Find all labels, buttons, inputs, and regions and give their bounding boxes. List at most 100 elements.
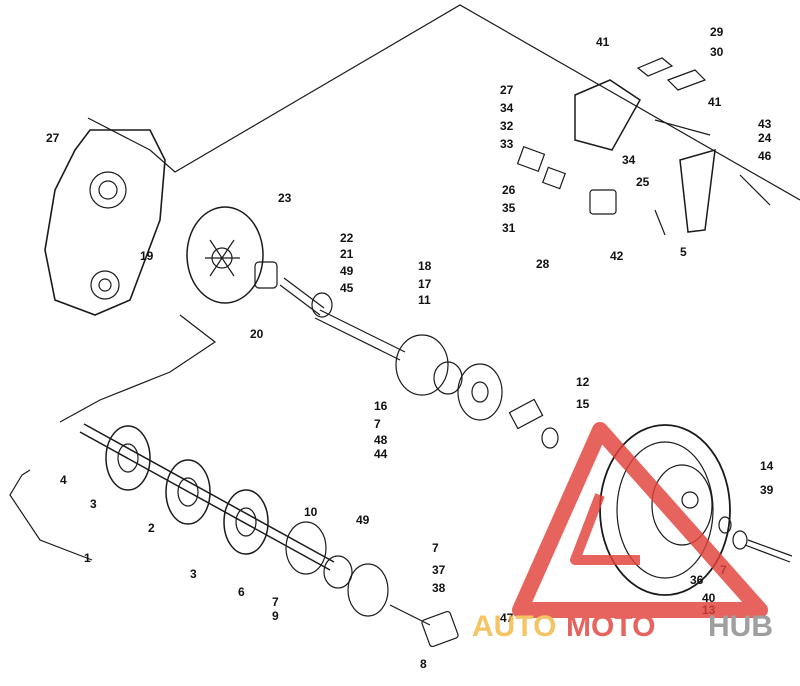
callout-11: 11 [418,293,431,307]
bolt-46 [739,174,771,206]
callout-5: 5 [680,245,687,259]
callout-47: 47 [500,611,514,625]
callout-39: 39 [760,483,774,497]
sprocket-hub-22 [254,261,278,289]
washer-40 [732,530,748,550]
callout-41a: 41 [596,35,610,49]
lever-25 [589,189,617,215]
grouping-line [9,469,93,561]
watermark-hub: HUB [708,610,773,643]
brake-pad-30 [666,69,707,91]
flange-7 [457,363,503,421]
watermark-moto: MOTO [566,610,655,643]
brake-disc-spokes [205,239,240,277]
callout-45: 45 [340,281,354,295]
callout-41b: 41 [708,95,722,109]
driven-pulley-bore [681,491,699,509]
callout-24: 24 [758,131,772,145]
bolt-37 [389,604,431,626]
sprocket-2-center [177,477,199,507]
watermark-triangle-inner [570,493,640,565]
callout-42: 42 [610,249,624,263]
spring-5 [654,209,666,236]
grouping-line [87,4,800,201]
callout-2: 2 [148,521,155,535]
shaft-18-17 [314,309,406,361]
callout-18: 18 [418,259,432,273]
callout-48: 48 [374,433,388,447]
bolt-13 [744,539,793,563]
callout-43: 43 [758,117,772,131]
grouping-line [59,314,217,423]
sprocket-3-center [235,507,257,537]
bolt-43 [654,119,711,136]
callout-29: 29 [710,25,724,39]
caliper-bracket-32 [574,79,641,151]
bearing-housing-38 [421,610,459,648]
watermark-triangle [512,422,768,618]
callout-8: 8 [420,657,427,671]
callout-40: 40 [702,591,716,605]
callout-28: 28 [536,257,550,271]
housing-bearing-lower-inner [98,278,112,292]
callout-38: 38 [432,581,446,595]
callout-7c: 7 [432,541,439,555]
callout-6: 6 [238,585,245,599]
drive-axle [79,423,335,571]
puck-33 [516,146,546,172]
callout-49b: 49 [356,513,370,527]
callout-23: 23 [278,191,292,205]
bearing-9 [323,555,353,589]
flange-16 [395,334,449,396]
flange-7-lower [347,563,389,617]
housing-bearing-lower [90,270,120,300]
brake-pad-29 [636,57,674,77]
callout-4: 4 [60,473,67,487]
sprocket-2 [165,459,211,525]
sprocket-4 [105,425,151,491]
chaincase-housing [44,129,166,316]
callout-22: 22 [340,231,354,245]
callout-49a: 49 [340,264,354,278]
callout-15: 15 [576,397,590,411]
callout-32: 32 [500,119,514,133]
callout-26: 26 [502,183,516,197]
shaft-21 [279,277,325,316]
washer-15 [541,427,559,449]
callout-21: 21 [340,247,354,261]
callout-36: 36 [690,573,704,587]
housing-bearing-upper [89,171,127,209]
callout-25: 25 [636,175,650,189]
sprocket-3 [223,489,269,555]
callout-7a: 7 [374,417,381,431]
watermark: AUTO MOTO HUB [472,422,773,643]
driven-pulley-outer [599,424,731,596]
callout-7b: 7 [272,595,279,609]
bearing-7-inner [471,381,489,403]
callout-20: 20 [250,327,264,341]
housing-bearing-upper-inner [98,180,118,200]
callout-27b: 27 [500,83,514,97]
callout-37: 37 [432,563,446,577]
callout-3b: 3 [190,567,197,581]
washer-39 [718,516,732,534]
callout-labels: 1 2 3 3 4 5 6 7 7 7 7 8 9 10 11 12 13 14… [46,25,774,671]
callout-34b: 34 [622,153,636,167]
watermark-auto: AUTO [472,610,556,643]
callout-1: 1 [84,551,91,565]
callout-30: 30 [710,45,724,59]
linework [9,4,800,648]
callout-19: 19 [140,249,154,263]
flange-10 [285,521,327,575]
bracket-24 [679,148,716,233]
driven-pulley-hub [651,464,713,546]
callout-31: 31 [502,221,516,235]
callout-34a: 34 [500,101,514,115]
spacer-12 [508,398,544,430]
callout-46: 46 [758,149,772,163]
bearing-45 [311,292,333,318]
callout-12: 12 [576,375,590,389]
callout-44: 44 [374,447,388,461]
